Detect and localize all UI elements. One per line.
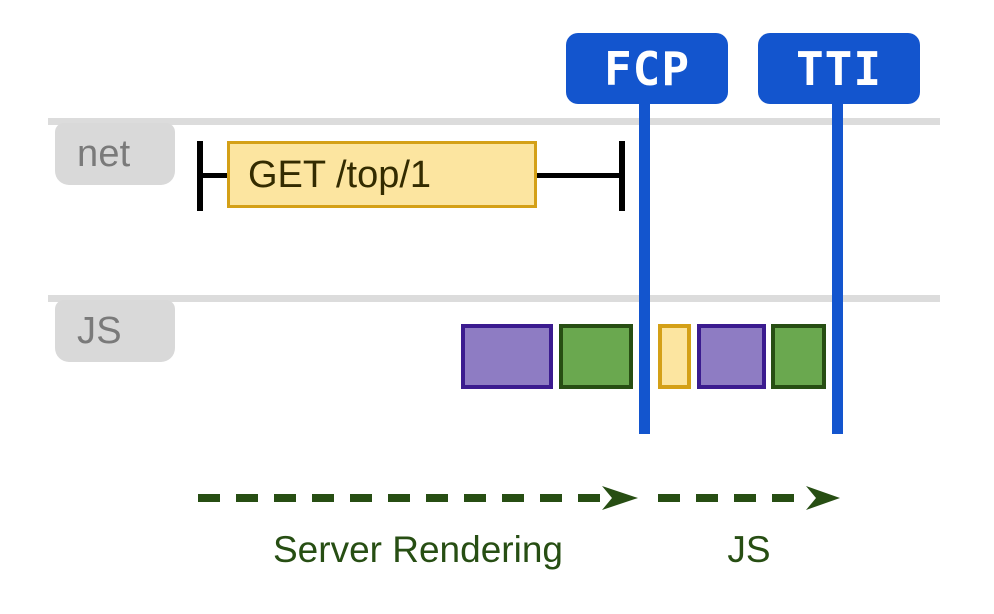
lane-label-js: JS [77, 310, 122, 352]
network-request-label: GET /top/1 [248, 153, 432, 196]
lane-label-net: net [77, 133, 131, 175]
js-task-block-5[interactable] [771, 324, 826, 389]
marker-label-tti: TTI [795, 41, 883, 96]
phase-caption-server-rendering: Server Rendering [273, 529, 563, 570]
lane-line-js [48, 295, 940, 302]
marker-line-tti [832, 96, 843, 434]
marker-line-fcp [639, 96, 650, 434]
phase-caption-js: JS [727, 529, 771, 570]
request-bracket-left-stem [197, 173, 233, 178]
js-task-block-2[interactable] [559, 324, 633, 389]
marker-badge-fcp[interactable]: FCP [566, 33, 728, 104]
lane-badge-net: net [55, 123, 175, 185]
phase-arrow-js [658, 486, 840, 510]
js-task-block-1[interactable] [461, 324, 553, 389]
marker-label-fcp: FCP [603, 41, 691, 96]
marker-badge-tti[interactable]: TTI [758, 33, 920, 104]
js-task-block-4[interactable] [697, 324, 766, 389]
request-bracket-right-stem [534, 173, 624, 178]
lane-badge-js: JS [55, 300, 175, 362]
network-request-bar[interactable]: GET /top/1 [227, 141, 537, 208]
lane-line-net [48, 118, 940, 125]
request-bracket-right-cap [619, 141, 625, 211]
js-task-block-3[interactable] [658, 324, 691, 389]
phase-arrow-server-rendering [198, 486, 638, 510]
